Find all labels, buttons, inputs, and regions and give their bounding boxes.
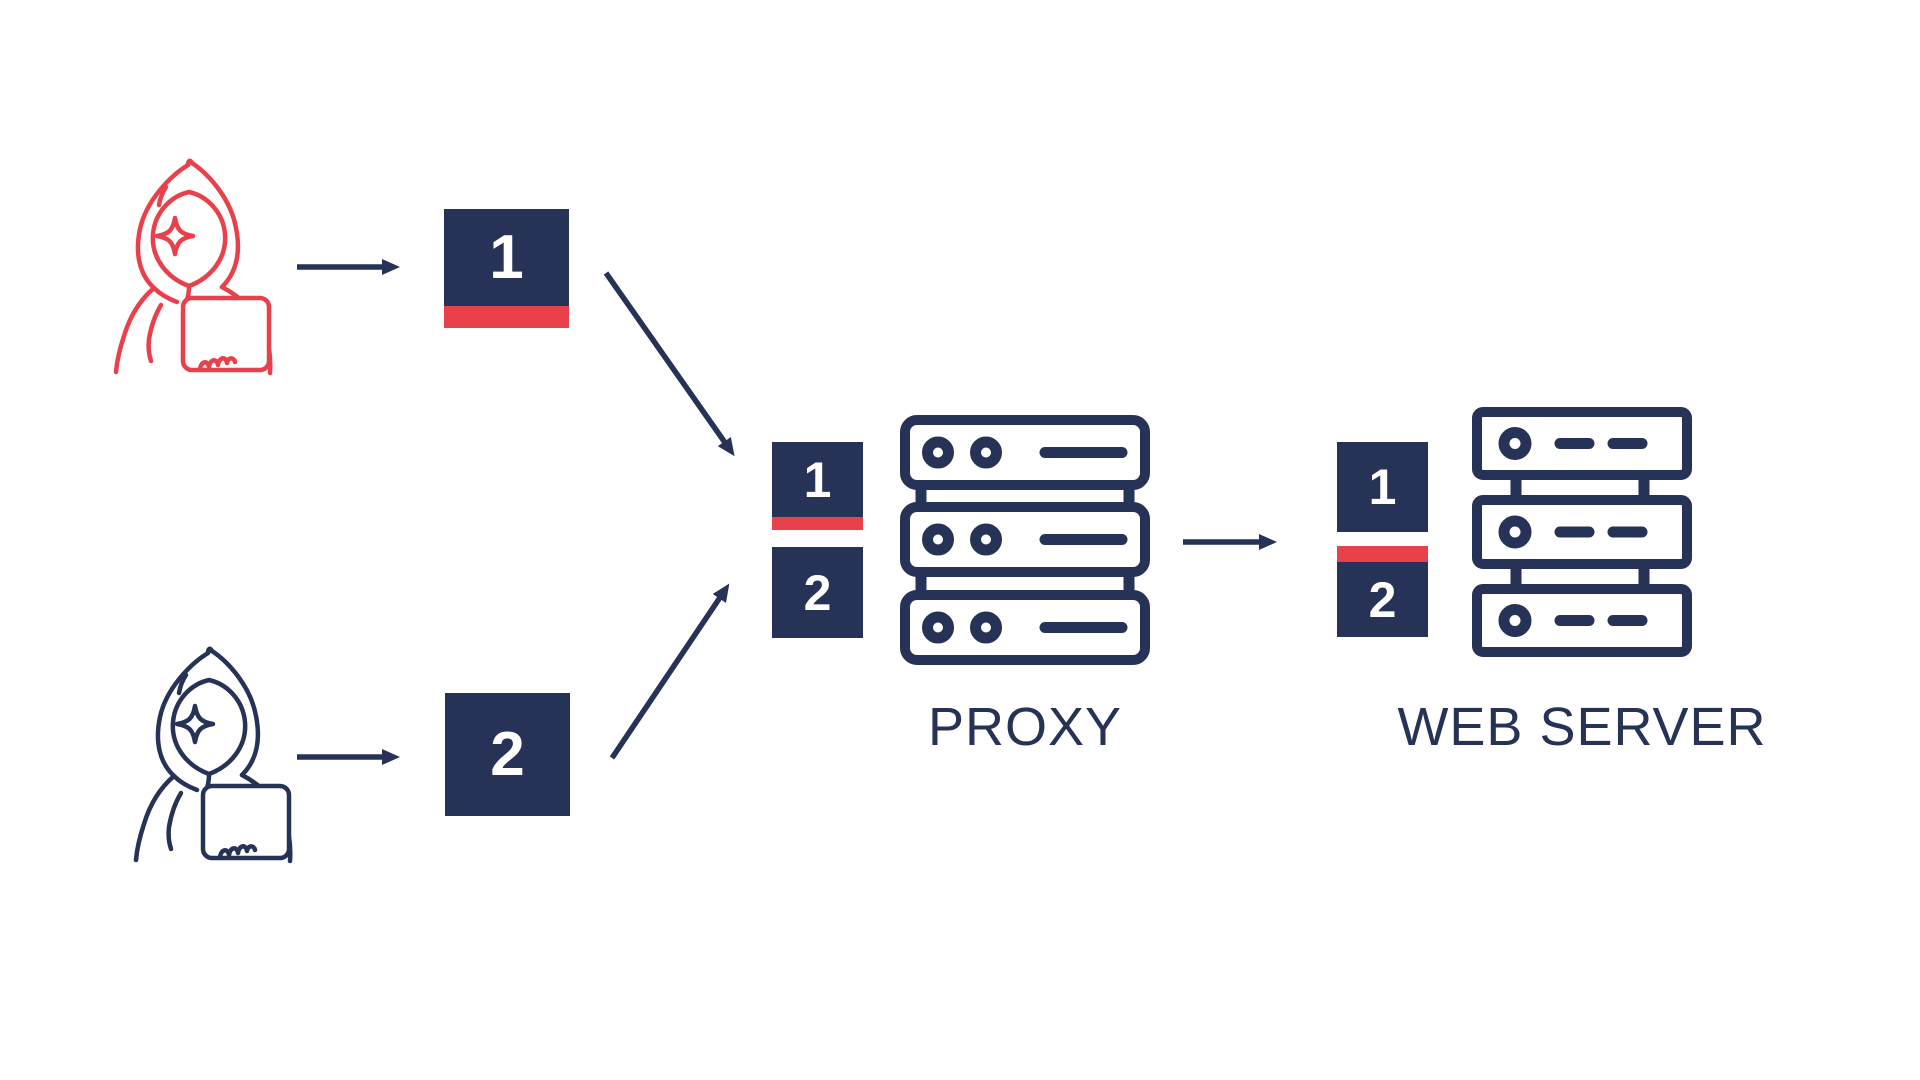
request1-label: 1 bbox=[444, 209, 569, 306]
proxy-queue-red-strip bbox=[772, 517, 863, 530]
proxy-label: PROXY bbox=[927, 697, 1123, 757]
proxy-server-rack-icon bbox=[900, 415, 1150, 665]
request1-red-strip bbox=[444, 306, 569, 328]
web-server-rack-icon bbox=[1472, 407, 1692, 657]
proxy-queue-request2-label: 2 bbox=[772, 547, 863, 638]
webserver-queue-red-strip bbox=[1337, 546, 1428, 562]
webserver-queue-request1-box: 1 bbox=[1337, 442, 1428, 532]
proxy-queue-request2-box: 2 bbox=[772, 547, 863, 638]
webserver-queue-request2-box: 2 bbox=[1337, 546, 1428, 637]
attacker1-hooded-hacker-icon bbox=[103, 156, 273, 378]
webserver-queue-request2-label: 2 bbox=[1337, 562, 1428, 637]
arrow-request2-to-proxy-icon bbox=[609, 583, 730, 760]
request2-label: 2 bbox=[445, 693, 570, 816]
proxy-queue-request1-box: 1 bbox=[772, 442, 863, 530]
attacker2-hooded-hacker-icon bbox=[123, 644, 293, 866]
request2-box: 2 bbox=[445, 693, 570, 816]
proxy-queue-request1-label: 1 bbox=[772, 442, 863, 517]
arrow-request1-to-proxy-icon bbox=[603, 271, 735, 457]
web-server-label: WEB SERVER bbox=[1397, 697, 1767, 757]
request1-box: 1 bbox=[444, 209, 569, 328]
webserver-queue-request1-label: 1 bbox=[1337, 442, 1428, 532]
